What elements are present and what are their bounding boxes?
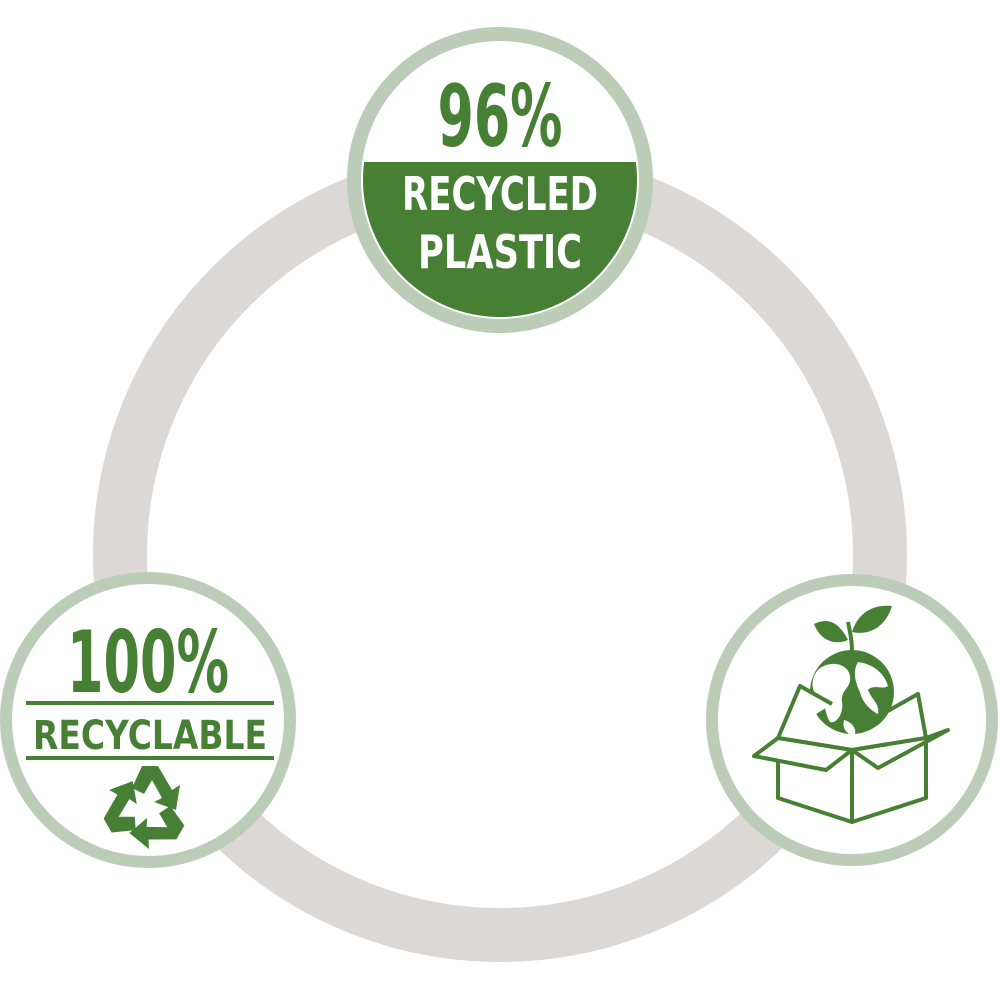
recycled-label-line2: PLASTIC bbox=[418, 225, 582, 279]
recycled-percent: 96% bbox=[438, 67, 563, 167]
eco-packaging-badge bbox=[706, 574, 998, 866]
globe-in-box-sprout-icon bbox=[752, 605, 950, 824]
recyclable-badge: 100% RECYCLABLE bbox=[0, 572, 296, 868]
divider-bottom bbox=[26, 756, 274, 760]
recycle-icon bbox=[92, 766, 190, 859]
divider-top bbox=[26, 701, 274, 705]
recyclable-label: RECYCLABLE bbox=[33, 713, 267, 759]
recycled-label-line1: RECYCLED bbox=[402, 167, 598, 221]
open-box bbox=[752, 684, 950, 824]
recyclable-percent: 100% bbox=[67, 613, 229, 713]
sprout-leaf-right bbox=[852, 605, 892, 633]
recycled-plastic-badge: 96% RECYCLED PLASTIC bbox=[347, 27, 653, 333]
sprout-stem bbox=[846, 621, 854, 653]
sprout-leaf-left bbox=[814, 621, 848, 643]
